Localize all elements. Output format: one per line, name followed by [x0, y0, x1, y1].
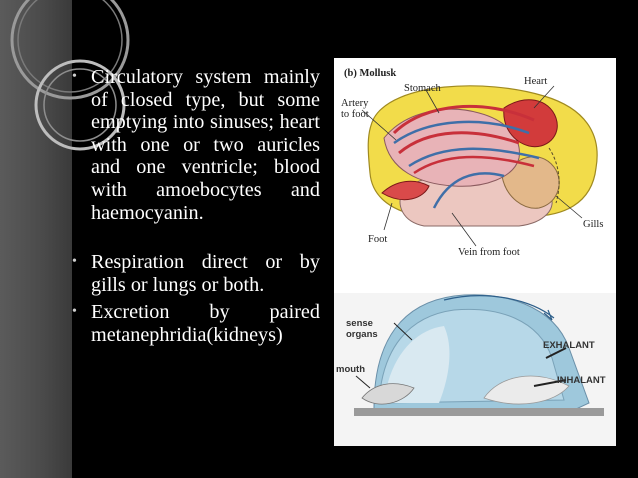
label-artery-to-foot: to foot: [341, 109, 369, 120]
label-mouth: mouth: [336, 364, 366, 375]
mollusk-diagram: [334, 85, 616, 446]
label-artery: Artery: [341, 98, 369, 109]
figure-panel: (b) Mollusk Stomach Heart Artery to foot…: [334, 58, 616, 446]
mollusk-anatomy-illustration: [361, 85, 598, 247]
label-vein-from-foot: Vein from foot: [458, 247, 520, 258]
bullet-excretion: • Excretion by paired metanephridia(kidn…: [72, 301, 320, 346]
label-gills: Gills: [583, 219, 604, 230]
label-organs: organs: [346, 329, 378, 340]
label-exhalant: EXHALANT: [543, 340, 595, 351]
label-heart: Heart: [524, 76, 548, 87]
bullet-dot: •: [72, 304, 77, 320]
bullet-text: Excretion by paired metanephridia(kidney…: [91, 301, 320, 346]
bullet-text: Respiration direct or by gills or lungs …: [91, 251, 320, 296]
bullet-dot: •: [72, 254, 77, 270]
bullet-list: • Circulatory system mainly of closed ty…: [72, 66, 320, 347]
mollusk-water-flow-illustration: [334, 293, 616, 446]
label-sense: sense: [346, 318, 373, 329]
label-inhalant: INHALANT: [557, 375, 606, 386]
decorative-rings: [10, 0, 130, 151]
label-stomach: Stomach: [404, 83, 441, 94]
bullet-circulatory: • Circulatory system mainly of closed ty…: [72, 66, 320, 224]
bullet-dot: •: [72, 69, 77, 84]
bullet-respiration: • Respiration direct or by gills or lung…: [72, 251, 320, 296]
panel-label: (b) Mollusk: [344, 68, 397, 79]
bullet-text: Circulatory system mainly of closed type…: [91, 66, 320, 224]
label-foot: Foot: [368, 234, 388, 245]
